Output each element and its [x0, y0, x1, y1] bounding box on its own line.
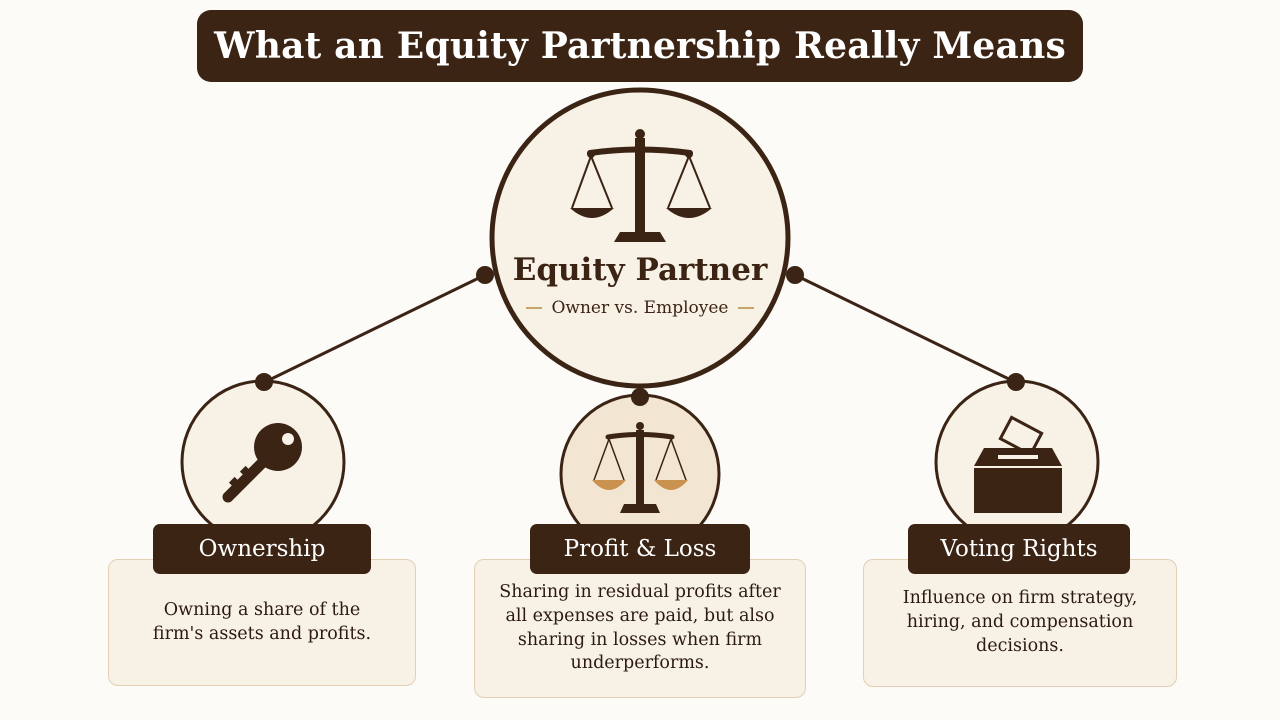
page-title: What an Equity Partnership Really Means: [214, 25, 1066, 67]
label-pill-ownership: Ownership: [153, 524, 371, 574]
ownership-label: Ownership: [198, 536, 326, 562]
ballot-box-icon: [974, 415, 1062, 513]
subtitle-dash-right: [738, 307, 755, 309]
hub-subtitle-row: Owner vs. Employee: [490, 298, 790, 318]
label-pill-profit-loss: Profit & Loss: [530, 524, 750, 574]
connector-dot-voting: [1007, 373, 1025, 391]
connector-dot-hub-left: [476, 266, 494, 284]
hub-title: Equity Partner: [512, 252, 768, 288]
subtitle-dash-left: [525, 307, 542, 309]
voting-rights-label: Voting Rights: [940, 536, 1098, 562]
title-banner: What an Equity Partnership Really Means: [197, 10, 1083, 82]
voting-rights-description: Influence on firm strategy, hiring, and …: [902, 588, 1138, 656]
connector-dot-hub-right: [786, 266, 804, 284]
ownership-description: Owning a share of the firm's assets and …: [152, 599, 372, 644]
connector-dot-ownership: [255, 373, 273, 391]
hub-subtitle: Owner vs. Employee: [551, 298, 729, 318]
scales-of-justice-icon: [570, 129, 712, 242]
connector-dot-profit: [631, 388, 649, 406]
profit-loss-label: Profit & Loss: [563, 536, 717, 562]
description-card-ownership: Owning a share of the firm's assets and …: [108, 559, 416, 686]
description-card-voting-rights: Influence on firm strategy, hiring, and …: [863, 559, 1177, 687]
connector-line-left: [264, 273, 486, 384]
connector-line-right: [794, 273, 1016, 384]
profit-loss-description: Sharing in residual profits after all ex…: [499, 581, 781, 674]
key-icon: [222, 423, 302, 503]
balance-scale-icon: [592, 422, 688, 513]
description-card-profit-loss: Sharing in residual profits after all ex…: [474, 559, 806, 698]
label-pill-voting-rights: Voting Rights: [908, 524, 1130, 574]
